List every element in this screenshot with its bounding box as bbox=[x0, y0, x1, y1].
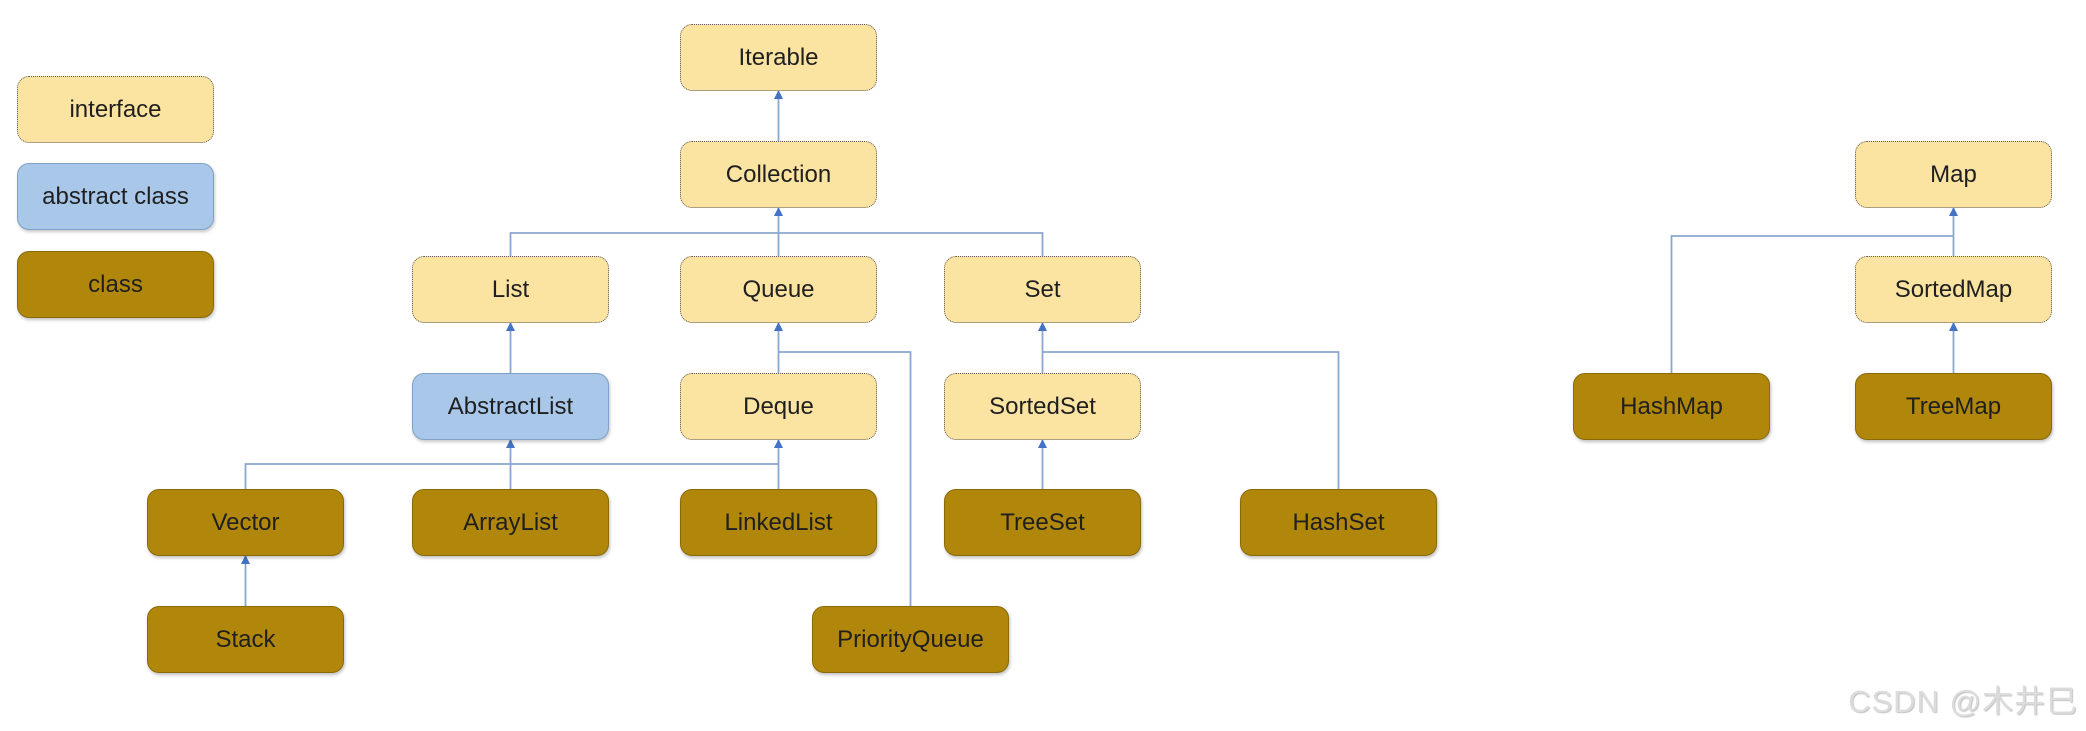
node-treeset: TreeSet bbox=[944, 489, 1141, 556]
node-legend-interface: interface bbox=[17, 76, 214, 143]
node-hashset: HashSet bbox=[1240, 489, 1437, 556]
node-label-sortedmap: SortedMap bbox=[1894, 275, 2013, 303]
node-label-iterable: Iterable bbox=[738, 43, 819, 71]
node-legend-class: class bbox=[17, 251, 214, 318]
node-sortedmap: SortedMap bbox=[1855, 256, 2052, 323]
node-iterable: Iterable bbox=[680, 24, 877, 91]
node-label-priorityqueue: PriorityQueue bbox=[837, 625, 984, 653]
watermark: CSDN @木井巳 bbox=[1848, 684, 2078, 719]
node-label-map: Map bbox=[1930, 160, 1977, 188]
node-arraylist: ArrayList bbox=[412, 489, 609, 556]
node-hashmap: HashMap bbox=[1573, 373, 1770, 440]
node-sortedset: SortedSet bbox=[944, 373, 1141, 440]
node-linkedlist: LinkedList bbox=[680, 489, 877, 556]
node-label-treemap: TreeMap bbox=[1905, 392, 2002, 420]
node-label-legend-interface: interface bbox=[69, 95, 162, 123]
node-label-list: List bbox=[491, 275, 530, 303]
node-label-treeset: TreeSet bbox=[1000, 508, 1085, 536]
edge-list-set-branch-bus bbox=[509, 232, 1044, 256]
node-deque: Deque bbox=[680, 373, 877, 440]
node-label-sortedset: SortedSet bbox=[989, 392, 1096, 420]
node-label-hashmap: HashMap bbox=[1620, 392, 1723, 420]
node-label-legend-abstract-class: abstract class bbox=[42, 182, 189, 210]
node-label-linkedlist: LinkedList bbox=[724, 508, 833, 536]
node-list: List bbox=[412, 256, 609, 323]
node-set: Set bbox=[944, 256, 1141, 323]
node-queue: Queue bbox=[680, 256, 877, 323]
node-label-queue: Queue bbox=[742, 275, 815, 303]
node-legend-abstract-class: abstract class bbox=[17, 163, 214, 230]
node-label-abstractlist: AbstractList bbox=[447, 392, 574, 420]
node-priorityqueue: PriorityQueue bbox=[812, 606, 1009, 673]
node-treemap: TreeMap bbox=[1855, 373, 2052, 440]
node-label-vector: Vector bbox=[211, 508, 280, 536]
node-abstractlist: AbstractList bbox=[412, 373, 609, 440]
node-label-collection: Collection bbox=[725, 160, 832, 188]
node-vector: Vector bbox=[147, 489, 344, 556]
node-map: Map bbox=[1855, 141, 2052, 208]
node-stack: Stack bbox=[147, 606, 344, 673]
node-label-legend-class: class bbox=[88, 270, 143, 298]
node-collection: Collection bbox=[680, 141, 877, 208]
node-label-hashset: HashSet bbox=[1292, 508, 1385, 536]
edge-vector-linkedlist-bus bbox=[244, 463, 779, 489]
node-label-set: Set bbox=[1024, 275, 1061, 303]
node-label-stack: Stack bbox=[215, 625, 276, 653]
node-label-arraylist: ArrayList bbox=[463, 508, 558, 536]
node-label-deque: Deque bbox=[743, 392, 814, 420]
